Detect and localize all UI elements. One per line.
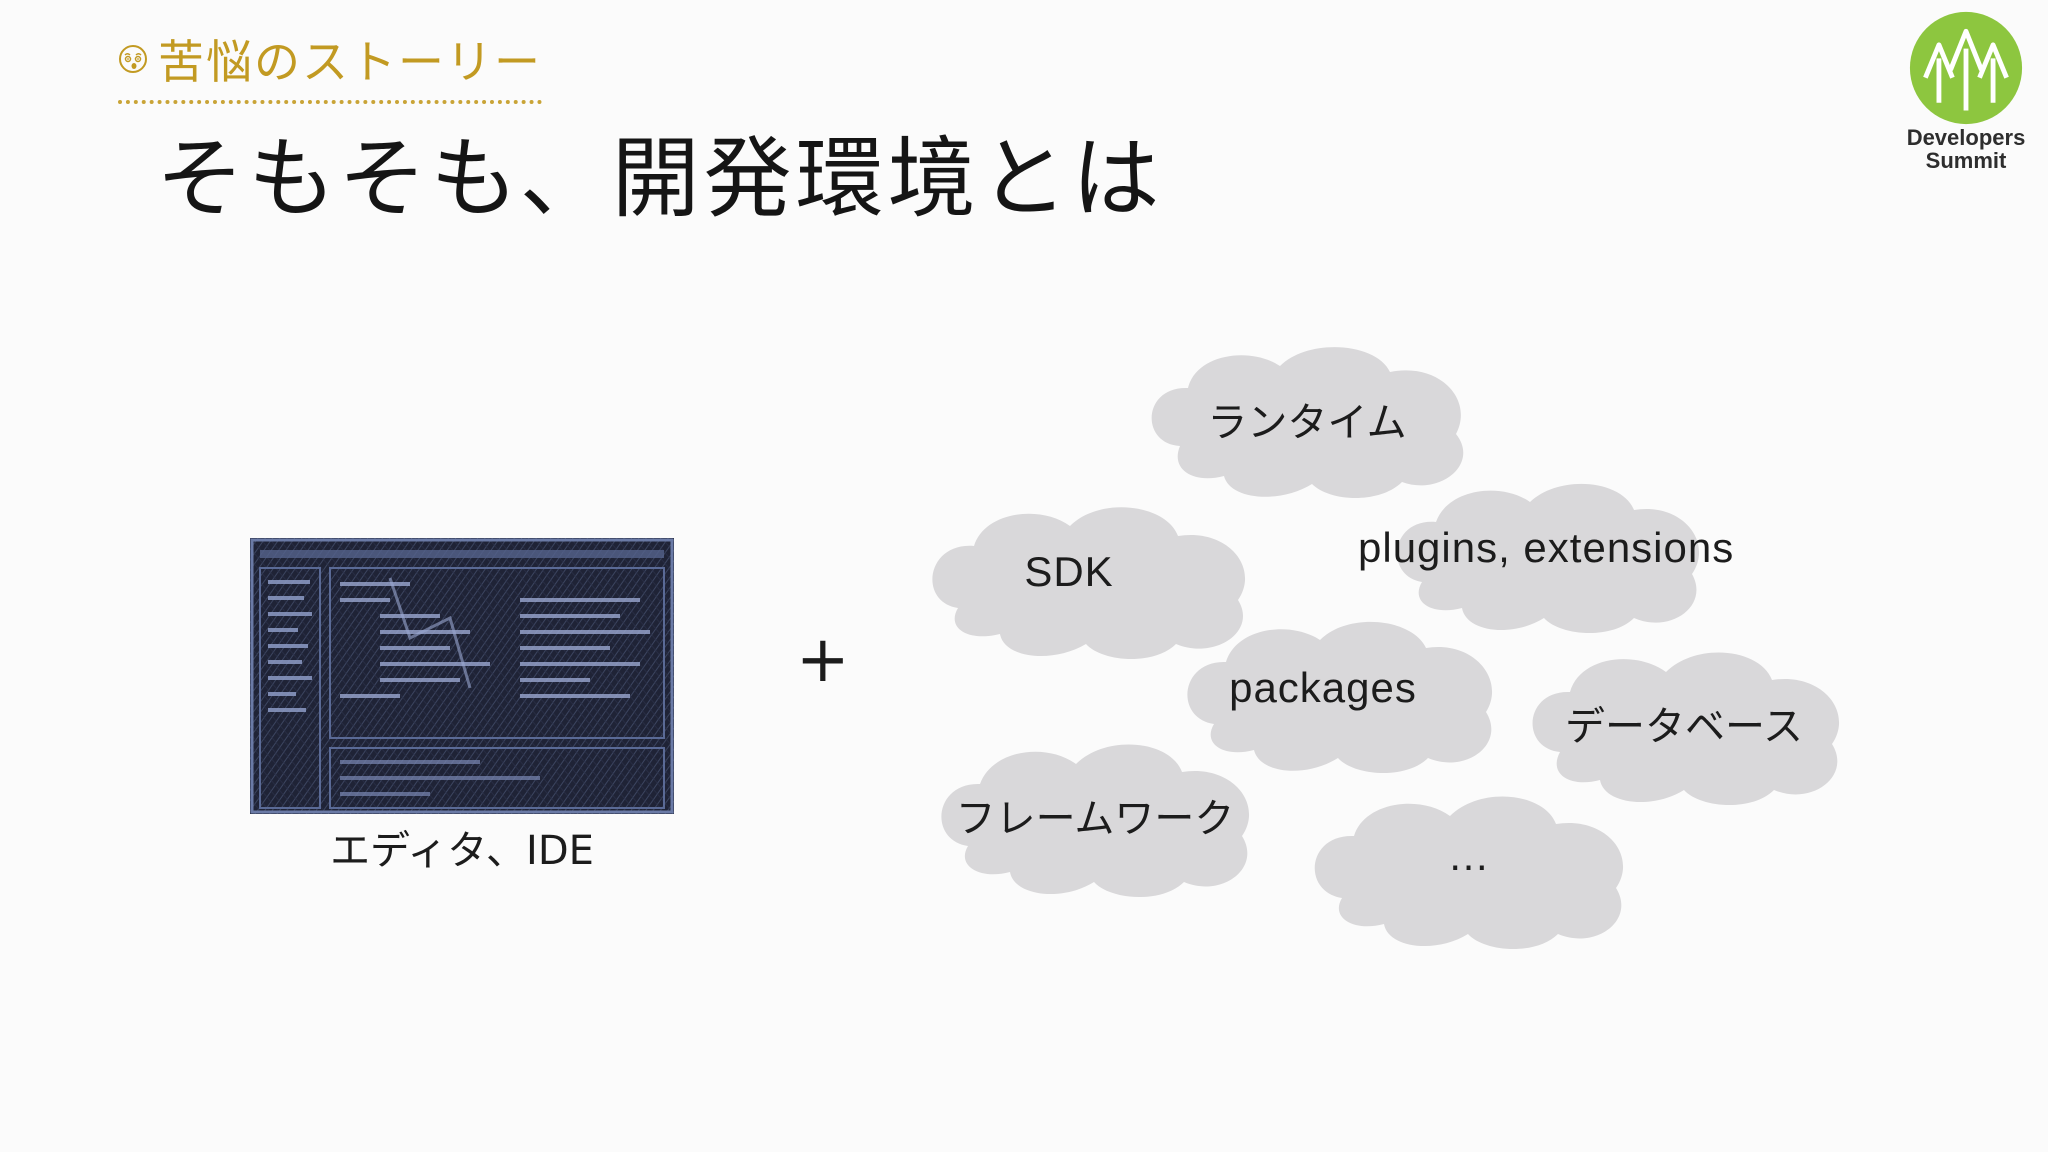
cloud-label-database: データベース <box>1565 704 1803 750</box>
code-editor-sketch-icon <box>250 538 674 814</box>
cloud-label-packages: packages <box>1229 664 1417 711</box>
plus-sign: + <box>796 623 850 697</box>
brand-name: Developers Summit <box>1907 126 2026 172</box>
cloud-shape <box>1532 652 1840 806</box>
cloud-shape <box>1397 483 1700 634</box>
cloud-label-runtime: ランタイム <box>1207 400 1407 446</box>
brand-name-line1: Developers <box>1906 125 2026 150</box>
brand-logo: Developers Summit <box>1896 10 2036 172</box>
cloud-shape <box>1187 621 1493 774</box>
cloud-more: … <box>1302 786 1636 952</box>
editor-caption: エディタ、IDE <box>330 828 594 874</box>
cloud-framework: フレームワーク <box>930 734 1260 900</box>
cloud-database: データベース <box>1520 642 1848 808</box>
cloud-label-plugins: plugins, extensions <box>1358 524 1735 571</box>
cloud-runtime: ランタイム <box>1140 336 1474 502</box>
cloud-shape <box>932 507 1246 660</box>
cloud-label-more: … <box>1447 832 1491 879</box>
cloud-label-framework: フレームワーク <box>955 796 1235 842</box>
cloud-label-sdk: SDK <box>1024 548 1114 595</box>
cloud-plugins <box>1384 472 1702 636</box>
cloud-packages: packages <box>1176 612 1500 778</box>
brand-name-line2: Summit <box>1925 148 2007 173</box>
cloud-shape <box>1314 796 1624 950</box>
cloud-shape <box>941 744 1250 898</box>
worried-face-icon <box>119 45 147 73</box>
section-label: 苦悩のストーリー <box>158 35 542 89</box>
trees-logo-icon <box>1909 11 2023 125</box>
cloud-sdk: SDK <box>922 496 1256 662</box>
page-title: そもそも、開発環境とは <box>156 127 1164 230</box>
cloud-shape <box>1151 347 1464 498</box>
section-tag: 苦悩のストーリー <box>118 26 542 104</box>
